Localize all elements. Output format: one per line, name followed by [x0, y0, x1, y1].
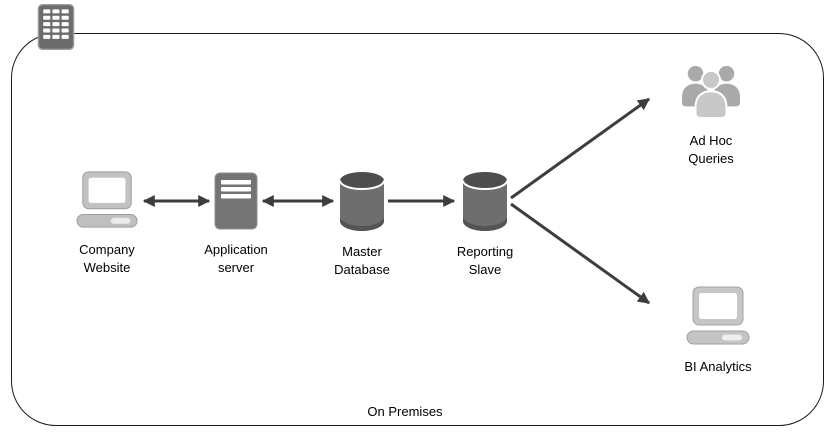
node-company-website: Company Website: [57, 170, 157, 277]
node-label: Reporting Slave: [456, 244, 514, 277]
node-application-server: Application server: [186, 172, 286, 277]
laptop-icon: [686, 286, 750, 345]
server-icon: [214, 172, 258, 230]
users-icon: [681, 65, 741, 119]
node-reporting-slave: Reporting Slave: [435, 170, 535, 279]
node-label: Application server: [204, 242, 268, 275]
node-ad-hoc-queries: Ad Hoc Queries: [661, 63, 761, 168]
laptop-icon: [76, 171, 138, 228]
node-master-database: Master Database: [312, 170, 412, 279]
node-bi-analytics: BI Analytics: [666, 285, 770, 376]
on-premises-boundary: [11, 33, 824, 426]
database-icon: [339, 172, 385, 231]
node-label: Master Database: [334, 244, 390, 277]
on-premises-label: On Premises: [367, 404, 443, 419]
building-icon: [37, 3, 75, 51]
database-icon: [462, 172, 508, 231]
node-label: Company Website: [79, 242, 135, 275]
node-label: Ad Hoc Queries: [688, 133, 734, 166]
node-label: BI Analytics: [684, 359, 752, 374]
